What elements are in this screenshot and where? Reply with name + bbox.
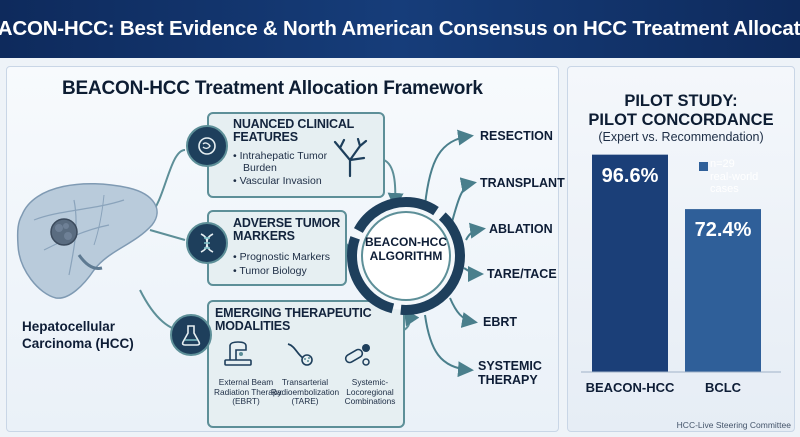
output-tare-tace: TARE/TACE	[487, 267, 557, 281]
combinations-label-line1: Systemic-	[351, 377, 389, 387]
pilot-title: PILOT STUDY: PILOT CONCORDANCE	[567, 92, 795, 130]
footer-credit: HCC-Live Steering Committee	[676, 420, 791, 430]
combinations-label: Systemic- Locoregional Combinations	[338, 377, 402, 407]
output-ablation: ABLATION	[489, 222, 553, 236]
tare-label-line3: (TARE)	[291, 396, 319, 406]
modalities-title-line2: MODALITIES	[215, 319, 291, 333]
microscope-icon	[186, 125, 228, 167]
hcc-label-line2: Carcinoma (HCC)	[22, 336, 134, 351]
combinations-label-line2: Locoregional	[346, 386, 394, 397]
markers-bullet-2: • Tumor Biology	[233, 265, 307, 277]
clinical-bullet-2: • Vascular Invasion	[233, 175, 322, 187]
hcc-label: Hepatocellular Carcinoma (HCC)	[22, 318, 134, 352]
clinical-title-line1: NUANCED CLINICAL	[233, 117, 355, 131]
output-systemic-line1: SYSTEMIC	[478, 359, 542, 373]
clinical-bullet-1: • Intrahepatic Tumor	[233, 150, 328, 162]
tumor-markers-title: ADVERSE TUMOR MARKERS	[233, 217, 340, 243]
arrow-systemic	[424, 314, 474, 378]
lab-flask-icon	[170, 314, 212, 356]
framework-title: BEACON-HCC Treatment Allocation Framewor…	[62, 78, 483, 99]
concordance-bar-chart	[581, 154, 781, 373]
liver-illustration	[16, 183, 158, 299]
clinical-bullet-1b: Burden	[243, 162, 277, 174]
title-banner: BEACON-HCC: Best Evidence & North Americ…	[0, 0, 800, 58]
legend-swatch	[699, 162, 708, 171]
legend-line1: n=29	[710, 158, 735, 170]
modalities-box	[207, 300, 405, 428]
modalities-title: EMERGING THERAPEUTIC MODALITIES	[215, 306, 372, 333]
ebrt-label: External Beam Radiation Therapy (EBRT)	[214, 377, 282, 407]
dna-icon	[186, 222, 228, 264]
combinations-label-line3: Combinations	[344, 396, 396, 406]
vessel-icon	[333, 138, 368, 178]
page-title: BEACON-HCC: Best Evidence & North Americ…	[0, 17, 800, 40]
clinical-features-box	[207, 112, 385, 198]
output-systemic-line2: THERAPY	[478, 373, 538, 387]
tumor-mass	[50, 218, 78, 246]
algorithm-label: BEACON-HCC ALGORITHM	[358, 235, 454, 263]
markers-title-line1: ADVERSE TUMOR	[233, 216, 341, 230]
bar-value-bclc: 72.4%	[694, 219, 752, 242]
markers-title-line2: MARKERS	[233, 229, 295, 243]
bar-value-beacon: 96.6%	[601, 164, 659, 187]
legend-line3: cases	[710, 183, 739, 195]
modalities-title-line1: EMERGING THERAPEUTIC	[215, 306, 372, 320]
bar-beacon-hcc	[592, 154, 668, 372]
arrow-tare	[463, 265, 484, 282]
bar-category-beacon: BEACON-HCC	[585, 380, 675, 395]
hcc-label-line1: Hepatocellular	[22, 319, 116, 334]
ebrt-label-line1: External Beam	[218, 377, 274, 387]
pilot-title-line1: PILOT STUDY:	[624, 92, 738, 110]
pills-icon	[344, 344, 370, 366]
legend-line2: real-world	[710, 170, 759, 183]
ebrt-label-line3: (EBRT)	[232, 396, 260, 406]
markers-bullet-1: • Prognostic Markers	[233, 251, 331, 263]
tare-label-line2: Radioembolization	[270, 386, 340, 397]
catheter-icon	[287, 343, 313, 366]
algorithm-label-line1: BEACON-HCC	[365, 235, 447, 249]
pilot-title-line2: PILOT CONCORDANCE	[588, 111, 774, 129]
output-resection: RESECTION	[480, 129, 553, 143]
tare-label: Transarterial Radioembolization (TARE)	[270, 377, 340, 407]
ebrt-label-line2: Radiation Therapy	[214, 386, 282, 397]
arrow-resection	[424, 129, 474, 206]
arrow-transplant	[451, 177, 477, 223]
output-systemic: SYSTEMIC THERAPY	[478, 359, 542, 387]
clinical-title-line2: FEATURES	[233, 130, 298, 144]
output-transplant: TRANSPLANT	[480, 176, 565, 190]
tare-label-line1: Transarterial	[281, 377, 329, 387]
algorithm-ring	[347, 197, 465, 315]
output-ebrt: EBRT	[483, 315, 518, 329]
algorithm-label-line2: ALGORITHM	[369, 249, 443, 263]
radiation-machine-icon	[224, 341, 252, 366]
liver-to-markers-line	[149, 229, 186, 241]
bar-bclc	[685, 209, 761, 372]
arrow-ebrt	[449, 297, 478, 328]
legend-text: n=29 real-world cases	[710, 158, 758, 196]
bar-category-bclc: BCLC	[704, 380, 742, 395]
arrow-ablation	[465, 222, 486, 241]
clinical-features-title: NUANCED CLINICAL FEATURES	[233, 118, 354, 144]
pilot-subtitle: (Expert vs. Recommendation)	[598, 130, 764, 144]
